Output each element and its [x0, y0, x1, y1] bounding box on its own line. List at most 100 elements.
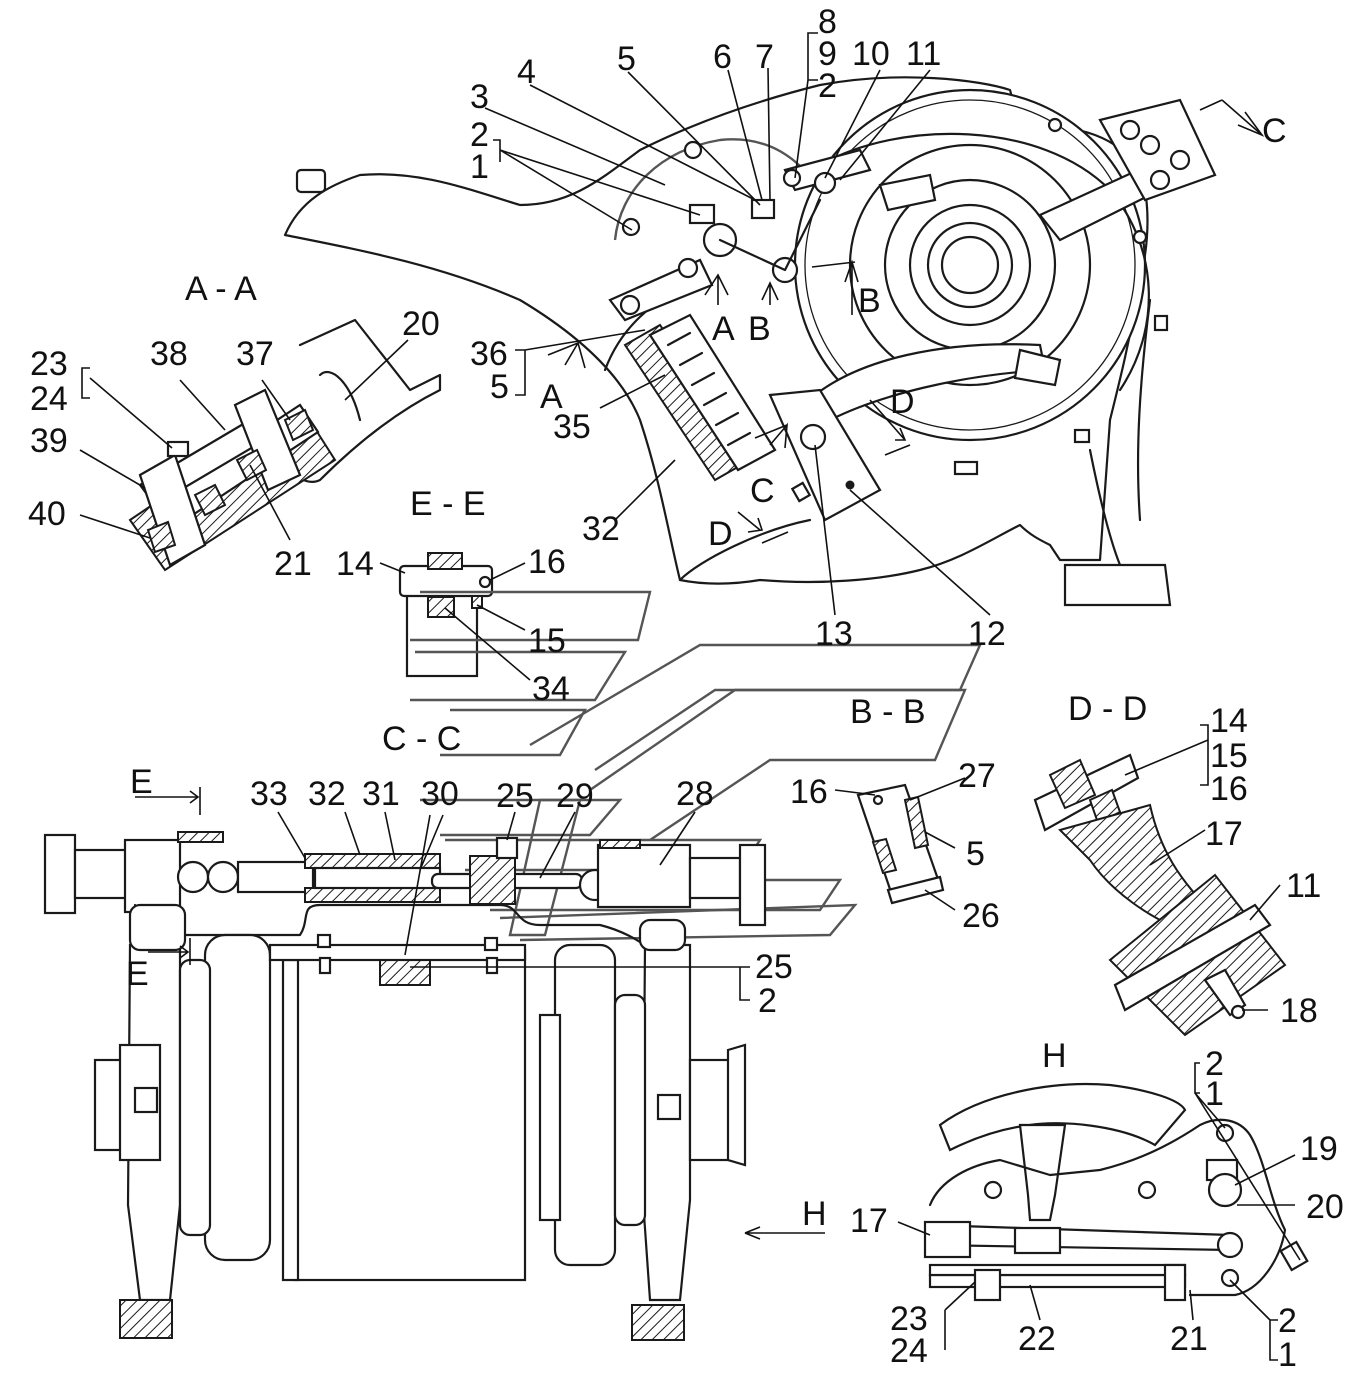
h-block: [1013, 1226, 1062, 1255]
h-end-block: [923, 1220, 972, 1259]
callout-h-21: 21: [1170, 1320, 1208, 1358]
cc-left-housing: [123, 838, 182, 914]
callout-aa-20: 20: [402, 305, 440, 343]
drum-nut-bottom: [953, 460, 979, 476]
housing-bolt-2: [683, 140, 703, 160]
callout-cc-25: 25: [496, 777, 534, 815]
cut-mark-c-mid: C: [750, 472, 775, 510]
callout-dd-17: 17: [1205, 815, 1243, 853]
section-cut-marks: [547, 99, 1265, 544]
ee-washer-15: [471, 595, 483, 609]
spring-coils: [666, 331, 752, 447]
aa-curve: [318, 370, 362, 422]
cc-collar: [469, 855, 516, 905]
right-side-brake-drum: [553, 943, 617, 1267]
spring-rod: [648, 313, 777, 472]
drum-shoe-upper: [878, 173, 937, 212]
h-pivot-20: [1207, 1172, 1243, 1208]
callout-aa-23: 23: [30, 345, 68, 383]
h-right-bracket: [1163, 1263, 1187, 1302]
aa-bearing-1: [193, 483, 227, 517]
h-bar-17: [928, 1223, 1232, 1252]
callout-aa-21: 21: [274, 545, 312, 583]
section-cc-view: [43, 831, 767, 952]
top-link-eye-a: [782, 168, 802, 188]
bracket-pin-2: [1149, 169, 1171, 191]
callout-bb-16: 16: [790, 773, 828, 811]
callout-3: 3: [470, 78, 489, 116]
left-bearing-nut: [133, 1086, 159, 1114]
right-brake-disk-2: [613, 993, 647, 1227]
housing-bolt-4: [1132, 229, 1148, 245]
callout-h-20: 20: [1306, 1188, 1344, 1226]
callout-ee-15: 15: [528, 622, 566, 660]
shaft-bore: [940, 235, 1000, 295]
callout-ee-34: 34: [532, 670, 570, 708]
bracket-pin-3: [1169, 149, 1191, 171]
cc-nut-25: [495, 836, 519, 860]
callout-6: 6: [713, 38, 732, 76]
right-bearing-nut: [656, 1093, 682, 1121]
cc-housing-28: [596, 843, 692, 909]
bb-washer-26: [886, 875, 945, 905]
callout-h-2-bottom: 2: [1278, 1302, 1297, 1340]
frame-bolt-3: [318, 956, 332, 975]
thruster-cylinder: [768, 388, 882, 522]
callout-bb-26: 26: [962, 897, 1000, 935]
cut-mark-a-main: A: [712, 310, 735, 348]
callout-bb-5: 5: [966, 835, 985, 873]
cc-left-shaft: [73, 848, 132, 900]
callout-bb-27: 27: [958, 757, 996, 795]
direction-arrows: [135, 787, 825, 1240]
callout-h-24: 24: [890, 1332, 928, 1370]
housing-foot: [1063, 563, 1172, 607]
cut-mark-h: H: [802, 1195, 827, 1233]
h-rod-22: [928, 1273, 1187, 1289]
main-view: [283, 76, 1217, 607]
view-h: [923, 1082, 1309, 1302]
cc-right-handwheel: [738, 843, 767, 927]
h-bolt-2: [1220, 1268, 1240, 1288]
h-plate-21: [928, 1263, 1187, 1277]
callout-1-left: 1: [470, 148, 489, 186]
left-side-brake-drum: [203, 933, 272, 1262]
h-housing: [928, 1118, 1287, 1297]
callout-cc-31: 31: [362, 775, 400, 813]
callout-aa-24: 24: [30, 380, 68, 418]
h-bolt-3: [983, 1180, 1003, 1200]
callout-11: 11: [906, 35, 941, 73]
drum-nut-right: [1073, 428, 1091, 444]
right-brake-disk: [538, 1013, 562, 1222]
cc-eye-left-1: [176, 860, 210, 894]
top-link-eye-b: [813, 171, 837, 195]
callout-cc-29: 29: [556, 777, 594, 815]
right-end-plate: [726, 1043, 747, 1167]
cc-left-housing-cap: [177, 831, 224, 843]
ee-nut-top: [427, 552, 463, 570]
cut-mark-b-right: B: [858, 282, 881, 320]
brake-drum-rim: [804, 99, 1136, 431]
housing-bolt-1: [621, 217, 641, 237]
section-title-dd: D - D: [1068, 690, 1147, 728]
callout-cc-30: 30: [421, 775, 459, 813]
dd-block-15: [1048, 758, 1097, 810]
callout-5: 5: [617, 40, 636, 78]
h-drum-arc: [938, 1082, 1187, 1152]
cut-mark-c-top: C: [1262, 112, 1287, 150]
center-drum-flange-left: [281, 958, 300, 1282]
cc-right-shaft: [688, 856, 742, 900]
center-drum: [293, 948, 527, 1282]
callout-4: 4: [517, 53, 536, 91]
callout-5-left: 5: [490, 368, 509, 406]
cut-mark-a-left: A: [540, 378, 563, 416]
h-left-bracket: [973, 1268, 1002, 1302]
callout-h-1-bottom: 1: [1278, 1336, 1297, 1374]
callout-h-17: 17: [850, 1202, 888, 1240]
housing-boss: [295, 168, 327, 194]
callout-dd-15: 15: [1210, 737, 1248, 775]
section-title-h: H: [1042, 1037, 1067, 1075]
drum-nut-right-2: [1153, 314, 1169, 332]
section-title-bb: B - B: [850, 693, 926, 731]
callout-aa-39: 39: [30, 422, 68, 460]
callout-cc-2: 2: [758, 982, 777, 1020]
